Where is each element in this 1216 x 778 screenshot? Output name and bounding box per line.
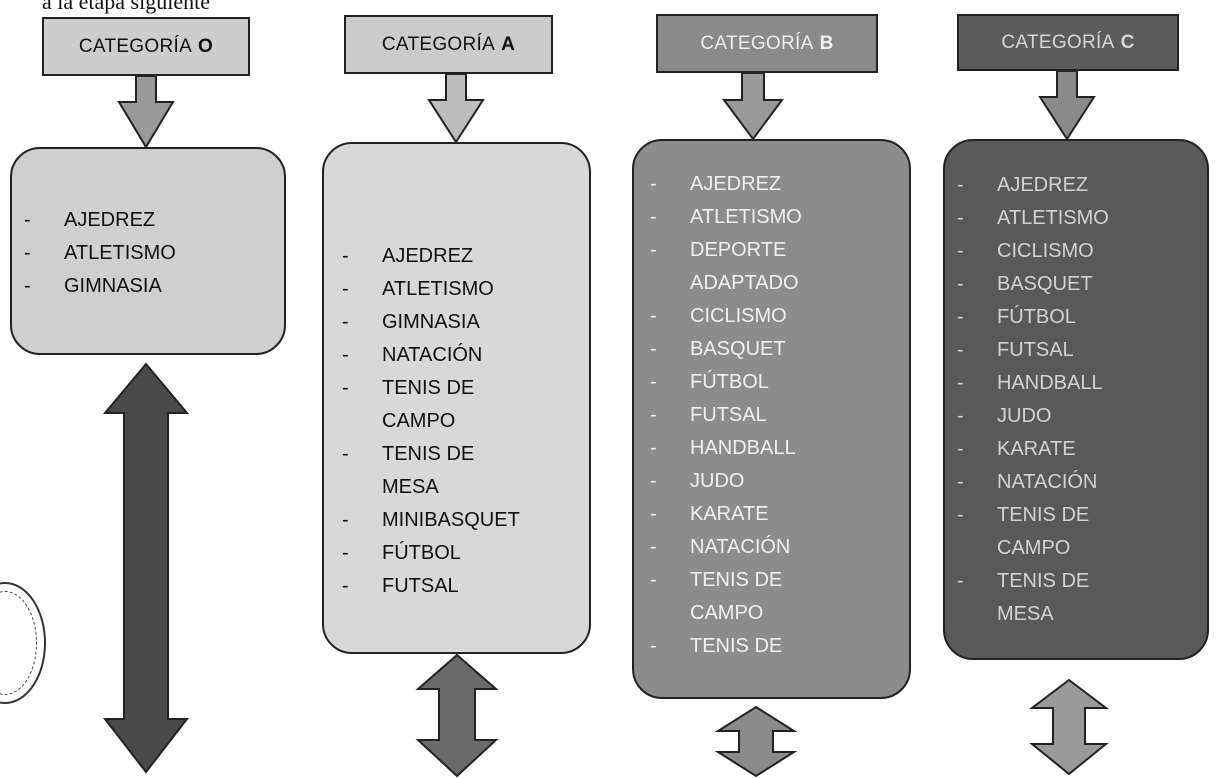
double-arrow-b-icon: [714, 705, 798, 778]
sport-item: -TENIS DE MESA: [342, 443, 475, 498]
sport-item: -HANDBALL: [650, 437, 796, 459]
sport-item: -TENIS DE: [650, 635, 783, 657]
intro-text-fragment: a la etapa siguiente: [42, 0, 210, 14]
sport-item: -NATACIÓN: [957, 471, 1098, 493]
sport-item: -JUDO: [650, 470, 745, 492]
down-arrow-b-icon: [722, 72, 784, 141]
double-arrow-c-icon: [1029, 678, 1109, 776]
sport-item: -TENIS DE CAMPO: [342, 377, 475, 432]
sport-item: -CICLISMO: [957, 240, 1094, 262]
sport-item: -TENIS DE MESA: [957, 570, 1090, 625]
sport-item: -GIMNASIA: [24, 275, 162, 297]
sport-item: -KARATE: [650, 503, 769, 525]
category-c-letter: C: [1120, 31, 1135, 53]
sport-item: -DEPORTE ADAPTADO: [650, 239, 799, 294]
sport-item: -KARATE: [957, 438, 1076, 460]
category-o-prefix: CATEGORÍA: [78, 35, 193, 57]
sport-item: -TENIS DE CAMPO: [957, 504, 1090, 559]
sport-item: -FUTSAL: [957, 339, 1074, 361]
category-o-sports-list: -AJEDREZ -ATLETISMO -GIMNASIA: [22, 204, 176, 303]
sport-item: -ATLETISMO: [650, 206, 802, 228]
category-a-prefix: CATEGORÍA: [381, 33, 496, 55]
sport-item: -GIMNASIA: [342, 311, 480, 333]
category-c-sports-list: -AJEDREZ -ATLETISMO -CICLISMO -BASQUET -…: [955, 169, 1109, 631]
category-a-letter: A: [501, 33, 516, 55]
sport-item: -FÚTBOL: [650, 371, 769, 393]
category-b-letter: B: [819, 32, 834, 54]
double-arrow-o-icon: [102, 362, 190, 774]
category-b-sports-list: -AJEDREZ -ATLETISMO -DEPORTE ADAPTADO -C…: [648, 168, 810, 663]
category-b-sports-box: -AJEDREZ -ATLETISMO -DEPORTE ADAPTADO -C…: [632, 139, 911, 699]
stamp-seal: [0, 582, 46, 704]
sport-item: -CICLISMO: [650, 305, 787, 327]
sport-item: -AJEDREZ: [342, 245, 474, 267]
sport-item: -MINIBASQUET: [342, 509, 520, 531]
category-a-sports-box: -AJEDREZ -ATLETISMO -GIMNASIA -NATACIÓN …: [322, 142, 591, 654]
sport-item: -FUTSAL: [342, 575, 459, 597]
sport-item: -ATLETISMO: [957, 207, 1109, 229]
category-o-letter: O: [198, 35, 214, 57]
category-b-prefix: CATEGORÍA: [700, 32, 814, 54]
category-c-prefix: CATEGORÍA: [1001, 31, 1115, 53]
sport-item: -FÚTBOL: [342, 542, 461, 564]
down-arrow-c-icon: [1038, 70, 1096, 141]
sport-item: -JUDO: [957, 405, 1052, 427]
sport-item: -FÚTBOL: [957, 306, 1076, 328]
sport-item: -BASQUET: [957, 273, 1093, 295]
sport-item: -TENIS DE CAMPO: [650, 569, 783, 624]
sport-item: -AJEDREZ: [957, 174, 1089, 196]
sport-item: -NATACIÓN: [342, 344, 483, 366]
category-o-sports-box: -AJEDREZ -ATLETISMO -GIMNASIA: [10, 147, 286, 355]
sport-item: -NATACIÓN: [650, 536, 791, 558]
category-a-sports-list: -AJEDREZ -ATLETISMO -GIMNASIA -NATACIÓN …: [340, 240, 522, 603]
category-c-sports-box: -AJEDREZ -ATLETISMO -CICLISMO -BASQUET -…: [943, 139, 1209, 660]
sport-item: -AJEDREZ: [24, 209, 156, 231]
sport-item: -HANDBALL: [957, 372, 1103, 394]
sport-item: -BASQUET: [650, 338, 786, 360]
down-arrow-o-icon: [117, 75, 175, 149]
sport-item: -AJEDREZ: [650, 173, 782, 195]
sport-item: -FUTSAL: [650, 404, 767, 426]
down-arrow-a-icon: [427, 73, 485, 144]
double-arrow-a-icon: [415, 653, 499, 778]
sport-item: -ATLETISMO: [342, 278, 494, 300]
sport-item: -ATLETISMO: [24, 242, 176, 264]
